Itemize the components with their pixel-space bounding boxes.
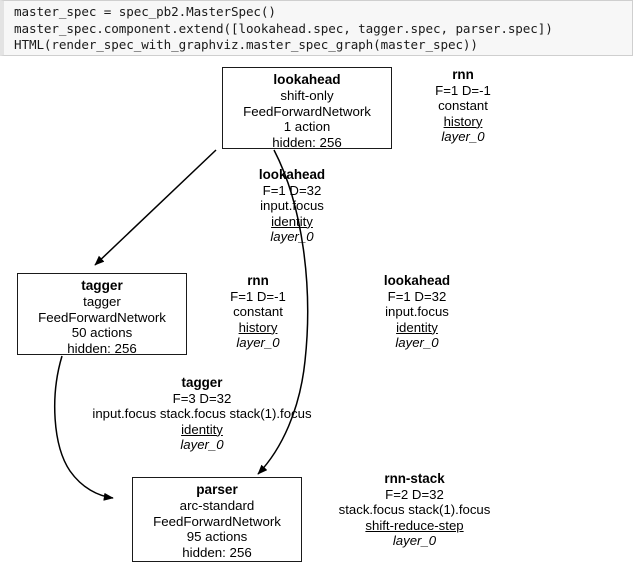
node-tagger-title: tagger <box>81 278 123 293</box>
edge-label-fd: F=2 D=32 <box>385 486 444 502</box>
edge-label-source: constant <box>438 98 488 113</box>
edge-label-translator: history <box>238 319 278 335</box>
node-tagger-hidden: hidden: 256 <box>67 341 137 357</box>
edge-label-translator: history <box>443 113 483 129</box>
node-parser-title: parser <box>196 482 238 497</box>
edge-label-name: lookahead <box>258 167 326 182</box>
edge-label-translator: identity <box>181 421 223 437</box>
edge-lookahead-to-tagger <box>94 149 217 266</box>
edge-label-translator: shift-reduce-step <box>365 517 464 533</box>
edge-label-parser-self: rnn-stack F=2 D=32 stack.focus stack(1).… <box>312 471 517 549</box>
node-parser-actions: 95 actions <box>186 529 248 545</box>
edge-label-source: input.focus <box>385 304 449 319</box>
edge-label-source: stack.focus stack(1).focus <box>338 502 491 517</box>
node-lookahead-title: lookahead <box>273 72 341 87</box>
edge-label-fd: F=1 D=32 <box>262 182 322 198</box>
edge-label-fd: F=1 D=-1 <box>435 82 491 98</box>
node-lookahead-actions: 1 action <box>283 119 331 135</box>
edge-label-tagger-to-parser: tagger F=3 D=32 input.focus stack.focus … <box>77 375 327 453</box>
edge-label-name: rnn <box>247 273 269 288</box>
edge-label-lookahead-to-parser: lookahead F=1 D=32 input.focus identity … <box>362 273 472 351</box>
edge-label-name: rnn-stack <box>384 471 445 486</box>
graph-node-lookahead[interactable]: lookahead shift-only FeedForwardNetwork … <box>222 67 392 151</box>
edge-label-translator: identity <box>396 319 438 335</box>
edge-label-layer: layer_0 <box>180 437 224 452</box>
edge-label-translator: identity <box>271 213 313 229</box>
edge-label-layer: layer_0 <box>392 533 437 548</box>
node-parser-network: FeedForwardNetwork <box>153 513 281 529</box>
edge-label-fd: F=1 D=-1 <box>230 288 286 304</box>
edge-label-name: lookahead <box>383 273 451 288</box>
edge-label-layer: layer_0 <box>270 229 314 244</box>
edge-lookahead-to-parser <box>257 149 309 475</box>
node-lookahead-hidden: hidden: 256 <box>272 135 342 151</box>
edge-label-name: rnn <box>452 67 474 82</box>
edge-label-source: input.focus stack.focus stack(1).focus <box>92 406 312 421</box>
edge-label-fd: F=3 D=32 <box>172 390 232 406</box>
node-tagger-transition: tagger <box>83 293 121 309</box>
edge-label-lookahead-to-tagger: lookahead F=1 D=32 input.focus identity … <box>237 167 347 245</box>
node-parser-hidden: hidden: 256 <box>182 545 252 561</box>
edge-label-source: input.focus <box>260 198 324 213</box>
node-tagger-network: FeedForwardNetwork <box>38 309 166 325</box>
node-lookahead-network: FeedForwardNetwork <box>243 103 371 119</box>
edge-label-layer: layer_0 <box>236 335 280 350</box>
edge-label-layer: layer_0 <box>441 129 485 144</box>
edge-label-source: constant <box>233 304 283 319</box>
edge-label-lookahead-self: rnn F=1 D=-1 constant history layer_0 <box>413 67 513 145</box>
edge-label-layer: layer_0 <box>395 335 439 350</box>
node-tagger-actions: 50 actions <box>71 325 133 341</box>
edge-label-tagger-self: rnn F=1 D=-1 constant history layer_0 <box>208 273 308 351</box>
master-spec-graph: lookahead shift-only FeedForwardNetwork … <box>0 56 633 578</box>
edge-label-name: tagger <box>181 375 223 390</box>
code-cell-text: master_spec = spec_pb2.MasterSpec() mast… <box>14 4 553 52</box>
code-cell[interactable]: master_spec = spec_pb2.MasterSpec() mast… <box>0 0 633 56</box>
graph-node-tagger[interactable]: tagger tagger FeedForwardNetwork 50 acti… <box>17 273 187 357</box>
edge-label-fd: F=1 D=32 <box>387 288 447 304</box>
edge-tagger-to-parser <box>53 355 114 501</box>
node-lookahead-transition: shift-only <box>280 87 334 103</box>
node-parser-transition: arc-standard <box>179 497 255 513</box>
graph-node-parser[interactable]: parser arc-standard FeedForwardNetwork 9… <box>132 477 302 562</box>
